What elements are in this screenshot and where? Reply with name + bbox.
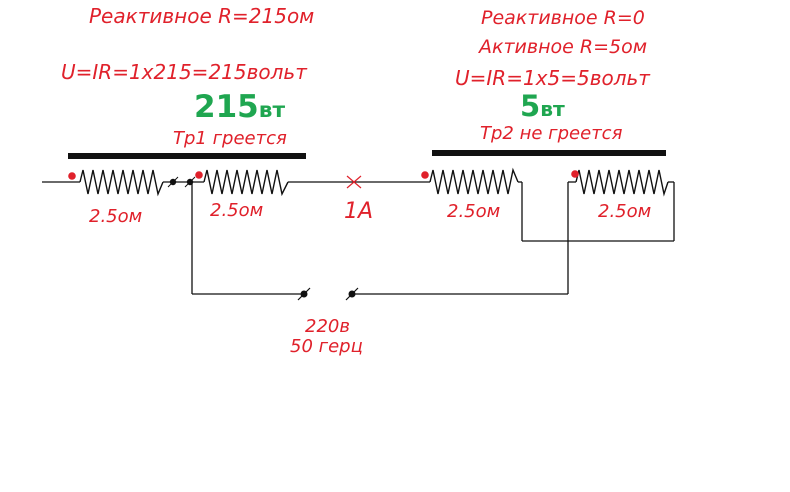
tr2-active-label: Активное R=5ом	[479, 36, 648, 58]
winding-tr1-secondary	[203, 169, 289, 197]
tr1-secondary-resistance: 2.5ом	[210, 200, 264, 221]
tr2-power-label: 5вт	[520, 92, 565, 121]
winding-tr2-secondary	[575, 169, 669, 197]
winding-tr2-primary	[429, 167, 519, 195]
current-label: 1А	[344, 199, 374, 224]
polarity-dot-tr2-secondary	[571, 170, 579, 178]
source-terminal-left-tick	[297, 287, 311, 301]
tr2-ohm-law-label: U=IR=1x5=5вольт	[455, 66, 650, 90]
current-mark-b	[346, 175, 362, 189]
tr1-status-label: Тр1 греется	[173, 128, 287, 149]
tr1-power-value: 215	[194, 89, 259, 125]
junction-tick-2	[184, 176, 196, 188]
transformer2-core	[432, 150, 666, 156]
tr1-power-label: 215вт	[194, 92, 285, 123]
source-voltage-label: 220в	[305, 316, 350, 337]
source-frequency-label: 50 герц	[290, 336, 363, 357]
transformer1-core	[68, 153, 306, 159]
source-terminal-right-tick	[345, 287, 359, 301]
polarity-dot-tr1-secondary	[195, 171, 203, 179]
winding-tr1-primary	[79, 169, 164, 197]
polarity-dot-tr2-primary	[421, 171, 429, 179]
tr2-primary-resistance: 2.5ом	[447, 201, 501, 222]
tr2-power-unit: вт	[540, 97, 565, 121]
tr1-ohm-law-label: U=IR=1x215=215вольт	[61, 60, 307, 84]
tr2-secondary-resistance: 2.5ом	[598, 201, 652, 222]
tr2-reactive-label: Реактивное R=0	[481, 7, 645, 29]
tr1-power-unit: вт	[258, 98, 286, 123]
polarity-dot-tr1-primary	[68, 172, 76, 180]
junction-tick-1	[167, 176, 179, 188]
tr1-reactive-label: Реактивное R=215ом	[89, 4, 315, 28]
tr2-power-value: 5	[520, 89, 541, 123]
tr1-primary-resistance: 2.5ом	[89, 206, 143, 227]
tr2-status-label: Тр2 не греется	[480, 123, 623, 144]
